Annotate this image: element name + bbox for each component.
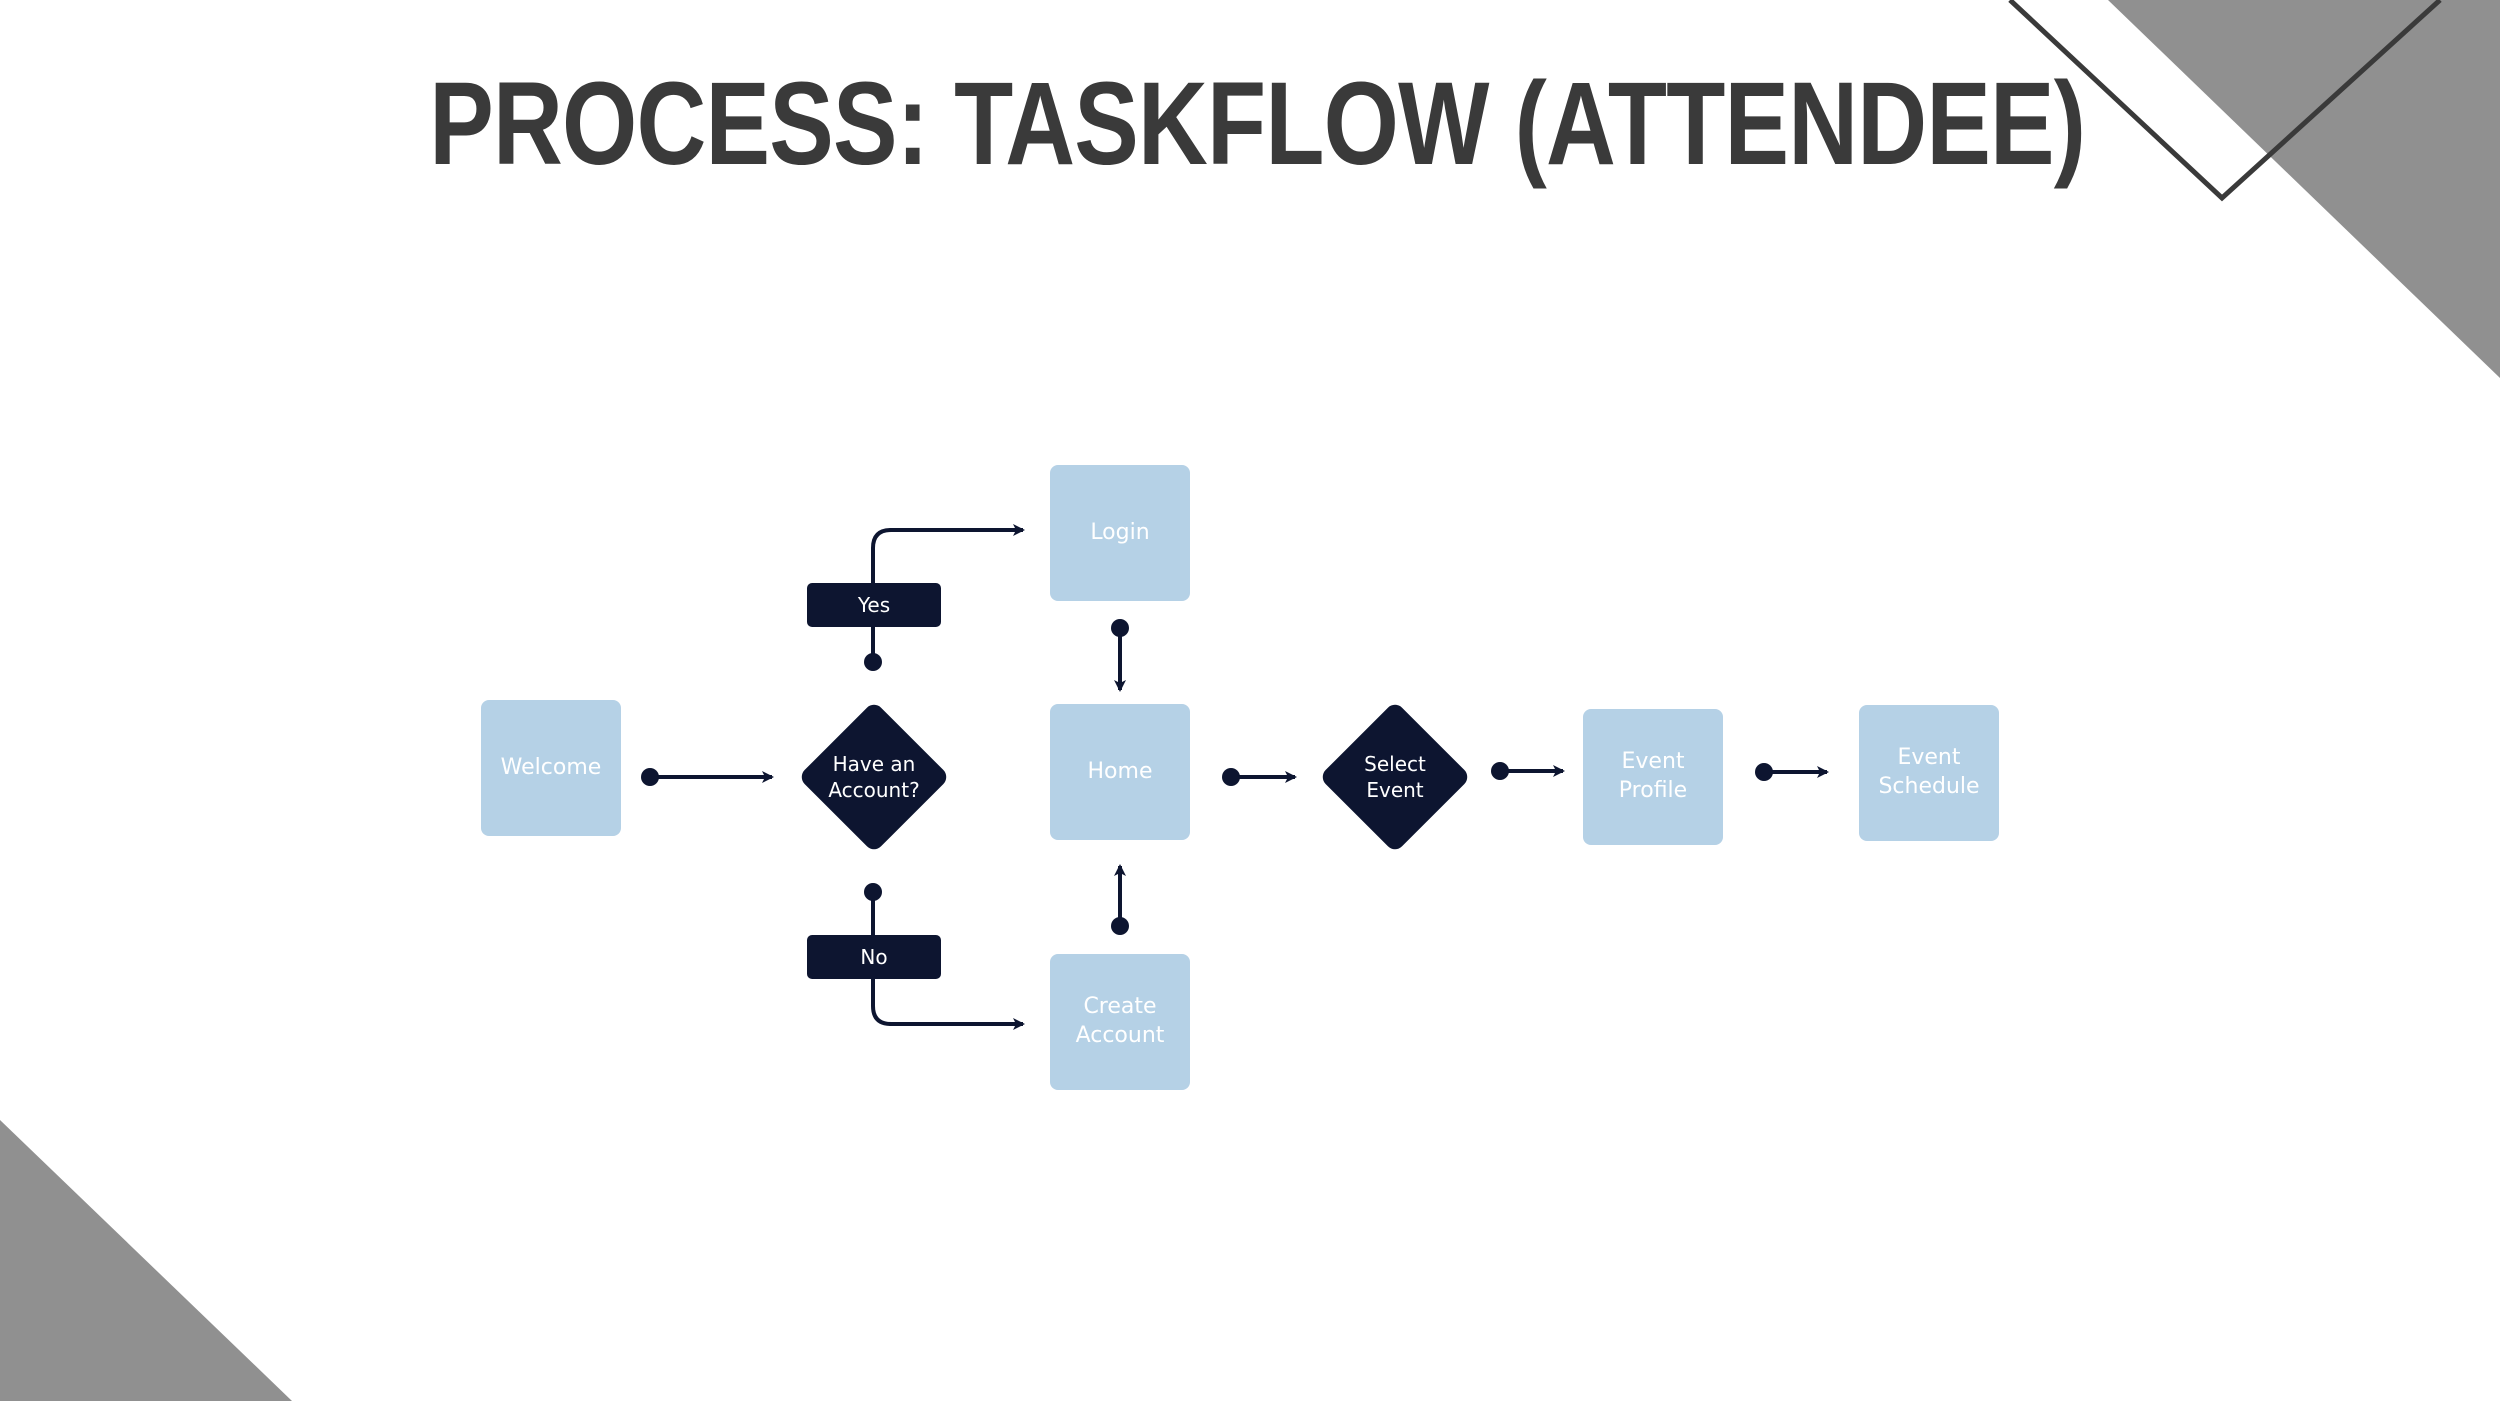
corner-chevron-line <box>2008 0 2442 202</box>
page-title: PROCESS: TASKFLOW (ATTENDEE) <box>429 58 2086 190</box>
decision-select-event: Select Event <box>1315 697 1475 857</box>
node-welcome: Welcome <box>481 700 621 836</box>
connector-no-to-create <box>871 978 1025 1030</box>
node-event-schedule: Event Schedule <box>1859 705 1999 841</box>
branch-label-no: No <box>807 935 941 979</box>
connector-dot <box>1491 762 1509 780</box>
corner-triangle-bottom-left <box>0 1120 292 1401</box>
connector-dot <box>1755 763 1773 781</box>
decision-label: Select Event <box>1364 752 1426 802</box>
connector-dot <box>1111 619 1129 637</box>
connector-dot <box>864 653 882 671</box>
connector-dot <box>1222 768 1240 786</box>
node-login: Login <box>1050 465 1190 601</box>
node-create-account: Create Account <box>1050 954 1190 1090</box>
branch-label-yes: Yes <box>807 583 941 627</box>
connector-dot <box>641 768 659 786</box>
connector-yes-to-login <box>871 524 1025 583</box>
decision-label: Have an Account? <box>828 752 920 802</box>
connector-dot <box>864 883 882 901</box>
connector-dot <box>1111 917 1129 935</box>
decision-have-account: Have an Account? <box>794 697 954 857</box>
node-home: Home <box>1050 704 1190 840</box>
corner-triangle-top-right <box>2108 0 2500 378</box>
node-event-profile: Event Profile <box>1583 709 1723 845</box>
